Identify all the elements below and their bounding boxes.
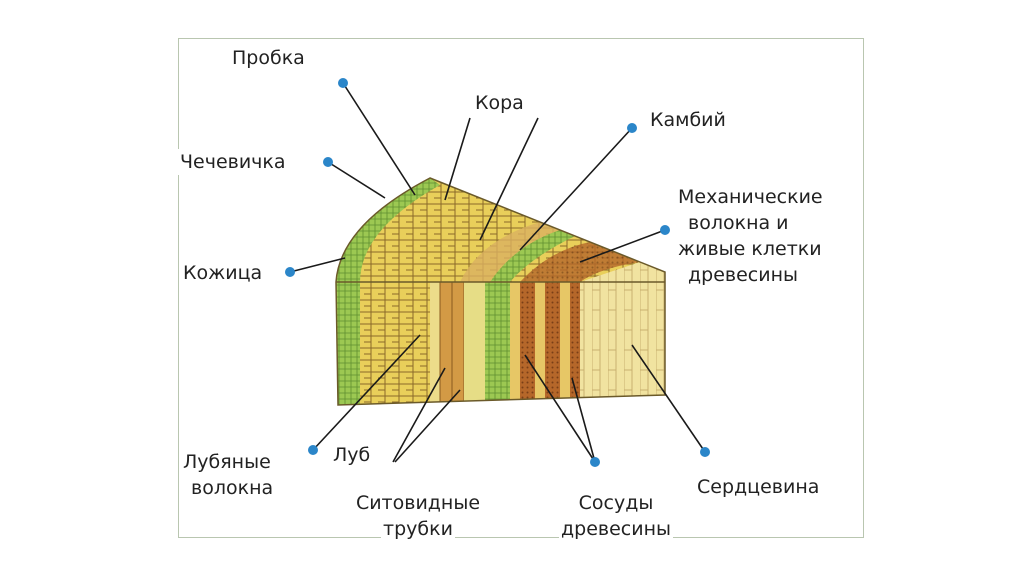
pointer-lines (289, 82, 706, 463)
label-lub: Луб (331, 442, 373, 468)
label-line: Ситовидные (353, 490, 483, 516)
label-line: древесины (559, 516, 673, 542)
label-line: волокна и (676, 210, 825, 236)
label-line: Сосуды (576, 490, 656, 516)
label-line: Механические (676, 184, 825, 210)
label-kambiy: Камбий (648, 107, 728, 133)
label-line: древесины (676, 262, 825, 288)
label-line: Лубяные (181, 449, 276, 475)
label-chechevichka: Чечевичка (178, 149, 288, 175)
label-line: живые клетки (676, 236, 825, 262)
label-serdtsevina: Сердцевина (695, 474, 822, 500)
diagram-frame (178, 38, 864, 538)
stem-block (336, 178, 665, 405)
label-sieve-tubes: Ситовидные трубки (335, 490, 501, 542)
label-kora: Кора (473, 90, 526, 116)
label-line: трубки (381, 516, 455, 542)
label-mechanical-fibers: Механические волокна и живые клетки древ… (676, 184, 825, 288)
label-bast-fibers: Лубяные волокна (181, 449, 276, 501)
label-line: волокна (181, 475, 276, 501)
label-kozhitsa: Кожица (181, 260, 265, 286)
label-dots (285, 78, 710, 467)
label-wood-vessels: Сосуды древесины (540, 490, 692, 542)
label-probka: Пробка (230, 45, 307, 71)
